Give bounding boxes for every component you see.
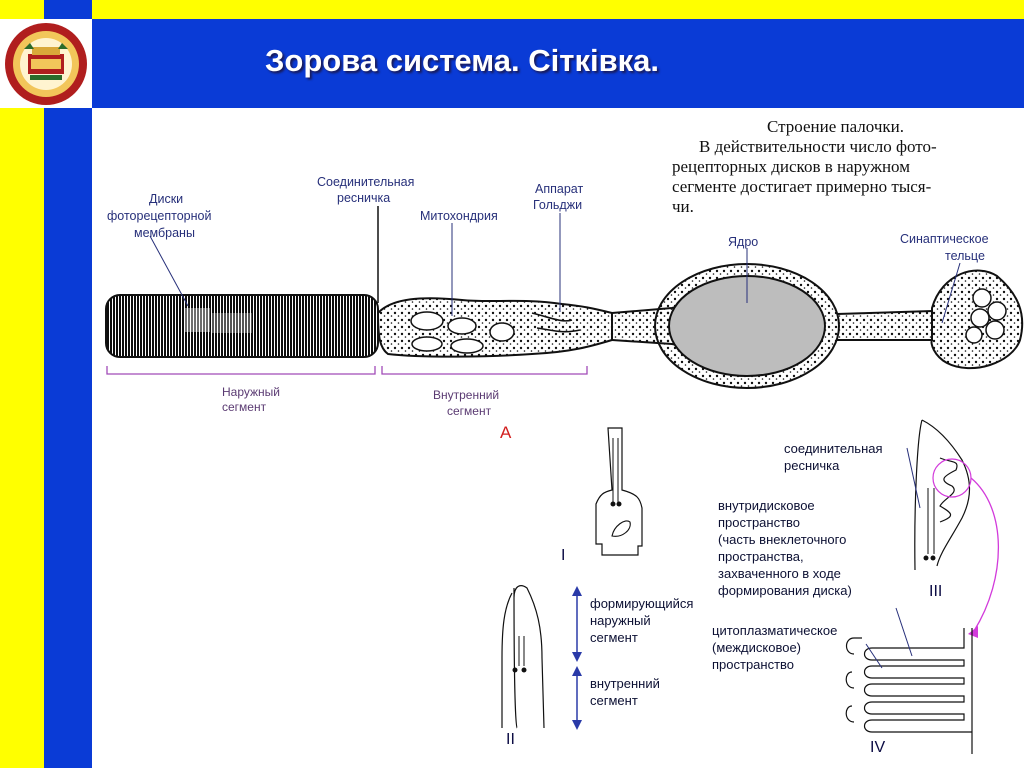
- intradisc-label-4: пространства,: [718, 549, 804, 564]
- label-golgi-2: Гольджи: [533, 198, 582, 212]
- stage-2-label: II: [506, 731, 515, 748]
- frame-left-stripe-blue: [44, 0, 92, 768]
- label-outer-segment-2: сегмент: [222, 400, 267, 414]
- caption-line-4: сегменте достигает примерно тыся-: [672, 177, 932, 196]
- label-discs-1: Диски: [149, 192, 183, 206]
- disc-formation-drawings: [501, 419, 1000, 754]
- university-logo: [0, 19, 92, 108]
- label-inner-segment-2: сегмент: [447, 404, 492, 418]
- caption-line-2: В действительности число фото-: [699, 137, 937, 156]
- label-synapse-2: тельце: [945, 249, 985, 263]
- label-discs-2: фоторецепторной: [107, 209, 211, 223]
- label-cilium-1: Соединительная: [317, 175, 414, 189]
- caption-line-3: рецепторных дисков в наружном: [672, 157, 910, 176]
- label-nucleus: Ядро: [728, 235, 758, 249]
- frame-top-stripe: [0, 0, 1024, 19]
- stage-3-cell: [914, 419, 971, 571]
- caption-line-5: чи.: [672, 197, 694, 216]
- forming-label-3: сегмент: [590, 630, 638, 645]
- forming-label-1: формирующийся: [590, 596, 693, 611]
- forming-label-2: наружный: [590, 613, 651, 628]
- inner-label-1: внутренний: [590, 676, 660, 691]
- rod-structure-figure: Строение палочки. В действительности чис…: [92, 108, 1024, 768]
- intradisc-label-2: пространство: [718, 515, 800, 530]
- inner-label-2: сегмент: [590, 693, 638, 708]
- stage-3-label: III: [929, 583, 942, 600]
- frame-left-stripe-yellow: [0, 0, 44, 768]
- intradisc-label-6: формирования диска): [718, 583, 852, 598]
- label-mitochondria: Митохондрия: [420, 209, 498, 223]
- stage-1-label: I: [561, 547, 565, 564]
- stage-2-cell: [513, 585, 543, 729]
- stage-4-discs: [863, 628, 972, 733]
- cilium-b-label-1: соединительная: [784, 441, 883, 456]
- label-cilium-2: ресничка: [337, 191, 390, 205]
- intradisc-label-3: (часть внеклеточного: [718, 532, 846, 547]
- stage-4-label: IV: [870, 739, 885, 756]
- label-golgi-1: Аппарат: [535, 182, 583, 196]
- cyto-label-3: пространство: [712, 657, 794, 672]
- slide-title: Зорова система. Сітківка.: [264, 43, 659, 78]
- cilium-b-label-2: ресничка: [784, 458, 840, 473]
- intradisc-label-5: захваченного в ходе: [718, 566, 841, 581]
- rod-cell-drawing: [105, 206, 1024, 389]
- figure-a-label: А: [500, 423, 512, 442]
- caption-line-1: Строение палочки.: [767, 117, 904, 136]
- label-inner-segment-1: Внутренний: [433, 388, 499, 402]
- intradisc-label-1: внутридисковое: [718, 498, 815, 513]
- cyto-label-2: (междисковое): [712, 640, 801, 655]
- label-outer-segment-1: Наружный: [222, 385, 280, 399]
- title-bar: [92, 19, 1024, 108]
- cyto-label-1: цитоплазматическое: [712, 623, 837, 638]
- label-synapse-1: Синаптическое: [900, 232, 989, 246]
- label-discs-3: мембраны: [134, 226, 195, 240]
